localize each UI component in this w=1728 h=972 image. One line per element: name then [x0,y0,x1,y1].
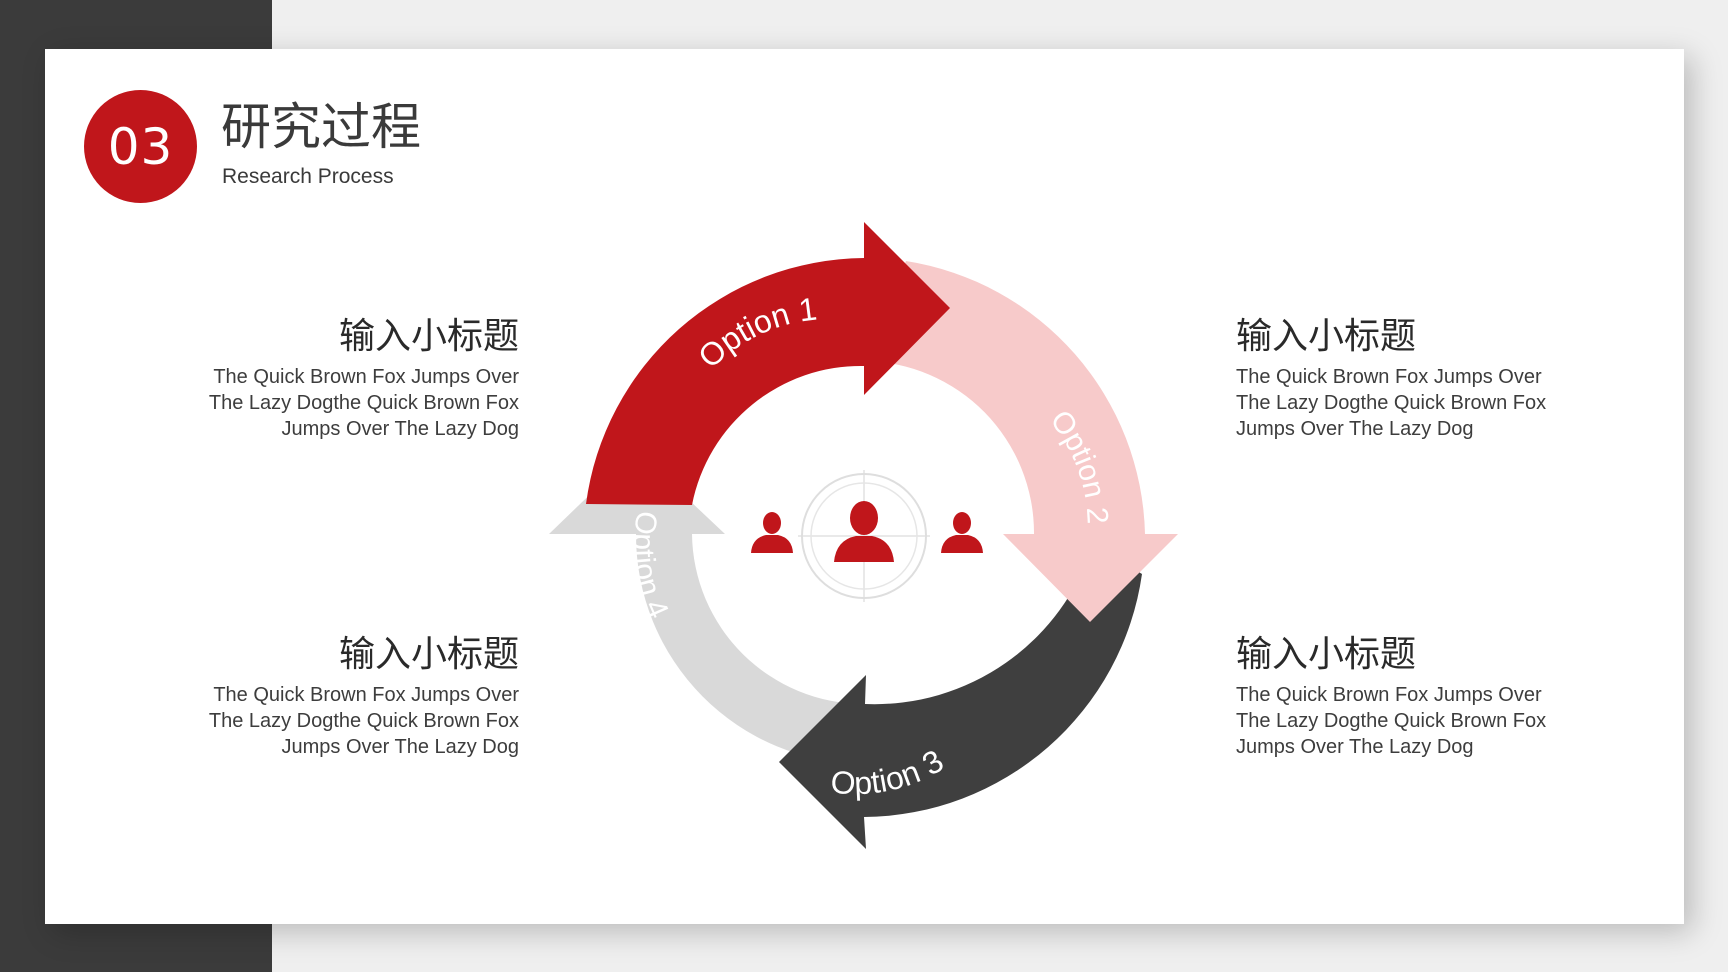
page-subtitle: Research Process [222,165,394,188]
block-line: The Quick Brown Fox Jumps Over [1236,366,1542,389]
person-icon-center [834,501,894,562]
block-line: Jumps Over The Lazy Dog [1236,736,1474,759]
cycle-arrow-option-1 [586,222,950,505]
block-line: The Quick Brown Fox Jumps Over [213,366,519,389]
block-body: The Quick Brown Fox Jumps Over The Lazy … [99,682,519,760]
block-heading: 输入小标题 [338,316,519,357]
cycle-arrow-option-4 [549,450,864,764]
block-line: The Lazy Dogthe Quick Brown Fox [1236,710,1547,733]
text-block-top-left: 输入小标题 The Quick Brown Fox Jumps Over The… [99,315,519,442]
block-line: The Lazy Dogthe Quick Brown Fox [208,710,519,733]
text-block-top-right: 输入小标题 The Quick Brown Fox Jumps Over The… [1236,315,1656,442]
block-body: The Quick Brown Fox Jumps Over The Lazy … [1236,682,1656,760]
cycle-arrow-option-3 [779,544,1142,849]
block-heading: 输入小标题 [1236,634,1417,675]
text-block-bottom-left: 输入小标题 The Quick Brown Fox Jumps Over The… [99,633,519,760]
block-line: The Quick Brown Fox Jumps Over [213,684,519,707]
block-line: The Lazy Dogthe Quick Brown Fox [1236,392,1547,415]
block-body: The Quick Brown Fox Jumps Over The Lazy … [99,364,519,442]
person-icon-right [941,512,983,553]
block-heading: 输入小标题 [1236,316,1417,357]
block-line: Jumps Over The Lazy Dog [281,736,519,759]
block-heading: 输入小标题 [338,634,519,675]
people-target-icon [751,470,983,602]
block-line: The Quick Brown Fox Jumps Over [1236,684,1542,707]
block-line: Jumps Over The Lazy Dog [1236,418,1474,441]
text-block-bottom-right: 输入小标题 The Quick Brown Fox Jumps Over The… [1236,633,1656,760]
block-body: The Quick Brown Fox Jumps Over The Lazy … [1236,364,1656,442]
section-number-badge: 03 [84,90,197,203]
section-number: 03 [107,117,174,176]
page-title: 研究过程 [221,98,421,156]
person-icon-left [751,512,793,553]
block-line: Jumps Over The Lazy Dog [281,418,519,441]
cycle-arrow-option-2 [864,261,1178,622]
block-line: The Lazy Dogthe Quick Brown Fox [208,392,519,415]
